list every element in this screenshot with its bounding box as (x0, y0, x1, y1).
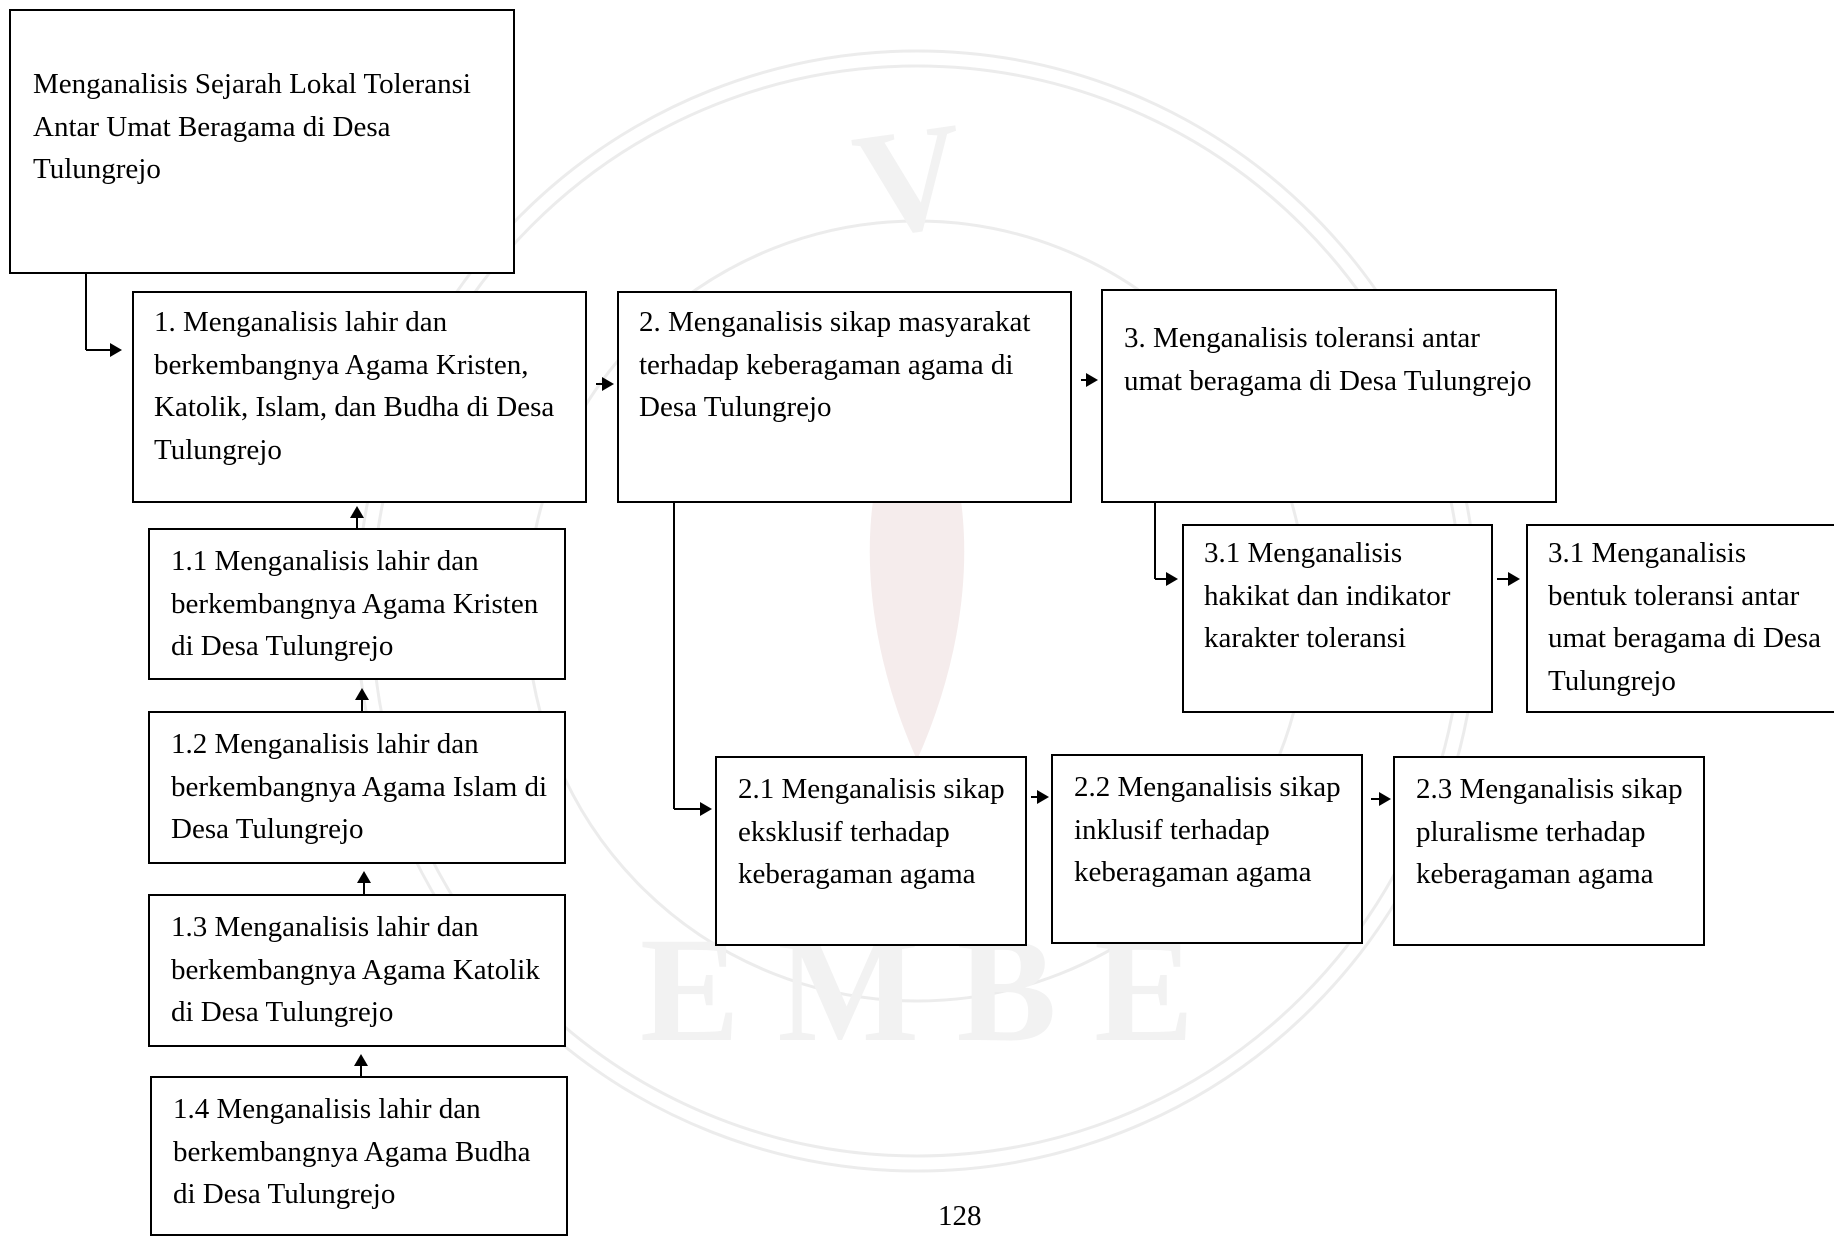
node-3-text: 3. Menganalisis toleransi antar umat ber… (1124, 322, 1532, 397)
node-2-2: 2.2 Menganalisis sikap inklusif terhadap… (1051, 754, 1363, 944)
node-1-3-text: 1.3 Menganalisis lahir dan berkembangnya… (171, 911, 540, 1028)
arrowhead-1-2-to-1-1 (355, 688, 369, 700)
arrowhead-2-to-2-1 (700, 802, 712, 816)
node-1-2: 1.2 Menganalisis lahir dan berkembangnya… (148, 711, 566, 864)
arrowhead-1-to-2 (602, 377, 614, 391)
arrowhead-3-1a-to-3-1b (1508, 572, 1520, 586)
node-2-3: 2.3 Menganalisis sikap pluralisme terhad… (1393, 756, 1705, 946)
node-1-4: 1.4 Menganalisis lahir dan berkembangnya… (150, 1076, 568, 1236)
node-3-1-a-text: 3.1 Menganalisis hakikat dan indikator k… (1204, 537, 1451, 654)
page-number: 128 (938, 1200, 982, 1232)
arrowhead-3-to-3-1a (1166, 572, 1178, 586)
node-3-1-b: 3.1 Menganalisis bentuk toleransi antar … (1526, 524, 1834, 713)
node-2-1: 2.1 Menganalisis sikap eksklusif terhada… (715, 756, 1027, 946)
node-1-4-text: 1.4 Menganalisis lahir dan berkembangnya… (173, 1093, 531, 1210)
node-1-2-text: 1.2 Menganalisis lahir dan berkembangnya… (171, 728, 548, 845)
node-2-2-text: 2.2 Menganalisis sikap inklusif terhadap… (1074, 771, 1341, 888)
node-3-1-a: 3.1 Menganalisis hakikat dan indikator k… (1182, 524, 1493, 713)
arrowhead-1-3-to-1-2 (357, 871, 371, 883)
root-node-text: Menganalisis Sejarah Lokal Toleransi Ant… (33, 68, 471, 185)
node-1-3: 1.3 Menganalisis lahir dan berkembangnya… (148, 894, 566, 1047)
node-3: 3. Menganalisis toleransi antar umat ber… (1101, 289, 1557, 503)
arrowhead-2-2-to-2-3 (1379, 792, 1391, 806)
node-1-text: 1. Menganalisis lahir dan berkembangnya … (154, 306, 555, 466)
node-3-1-b-text: 3.1 Menganalisis bentuk toleransi antar … (1548, 537, 1821, 697)
node-1: 1. Menganalisis lahir dan berkembangnya … (132, 291, 587, 503)
arrowhead-1-1-to-1 (350, 506, 364, 518)
node-2-text: 2. Menganalisis sikap masyarakat terhada… (639, 306, 1031, 423)
node-1-1: 1.1 Menganalisis lahir dan berkembangnya… (148, 528, 566, 680)
node-2: 2. Menganalisis sikap masyarakat terhada… (617, 291, 1072, 503)
node-2-3-text: 2.3 Menganalisis sikap pluralisme terhad… (1416, 773, 1683, 890)
node-1-1-text: 1.1 Menganalisis lahir dan berkembangnya… (171, 545, 539, 662)
arrowhead-root-to-1 (110, 343, 122, 357)
arrowhead-2-1-to-2-2 (1037, 790, 1049, 804)
svg-text:V: V (845, 91, 975, 270)
node-2-1-text: 2.1 Menganalisis sikap eksklusif terhada… (738, 773, 1005, 890)
arrowhead-2-to-3 (1086, 373, 1098, 387)
root-node: Menganalisis Sejarah Lokal Toleransi Ant… (9, 9, 515, 274)
arrowhead-1-4-to-1-3 (354, 1054, 368, 1066)
